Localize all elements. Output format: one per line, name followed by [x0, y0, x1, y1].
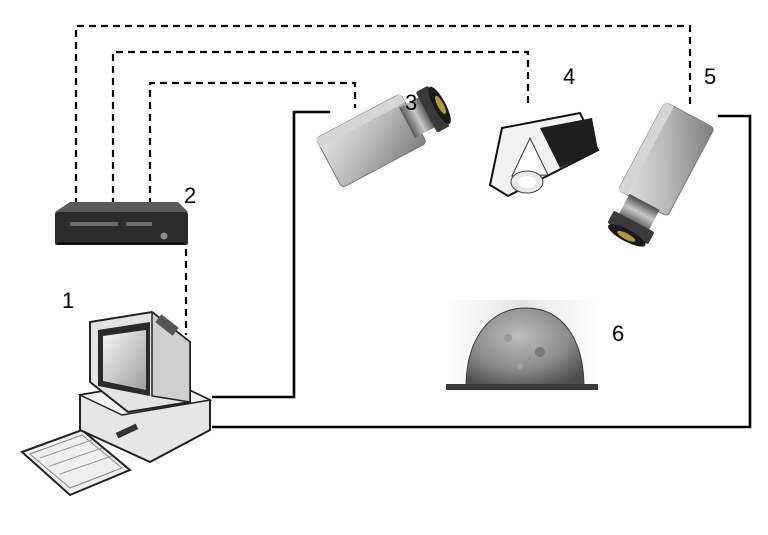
cable-computer-to-camera-3 — [212, 110, 330, 399]
label-computer: 1 — [62, 288, 74, 313]
dashed-connection-lines — [74, 24, 692, 335]
computer — [20, 310, 213, 497]
camera-left — [315, 86, 451, 188]
label-camera-left: 3 — [405, 90, 417, 115]
solid-connection-lines — [212, 110, 752, 429]
camera-right — [607, 101, 714, 247]
component-labels: 1 2 3 4 5 6 — [62, 64, 716, 346]
sample-droplet — [446, 300, 598, 390]
dashed-line-controller-to-light-4 — [111, 50, 530, 205]
dashed-line-controller-to-camera-3 — [148, 81, 357, 205]
cable-computer-to-camera-5 — [212, 114, 752, 429]
controller-box — [55, 202, 188, 245]
label-controller: 2 — [184, 183, 196, 208]
label-light-source: 4 — [563, 64, 575, 89]
label-sample: 6 — [612, 321, 624, 346]
label-camera-right: 5 — [704, 64, 716, 89]
light-source — [488, 111, 600, 198]
dashed-line-controller-to-camera-5 — [74, 24, 692, 205]
